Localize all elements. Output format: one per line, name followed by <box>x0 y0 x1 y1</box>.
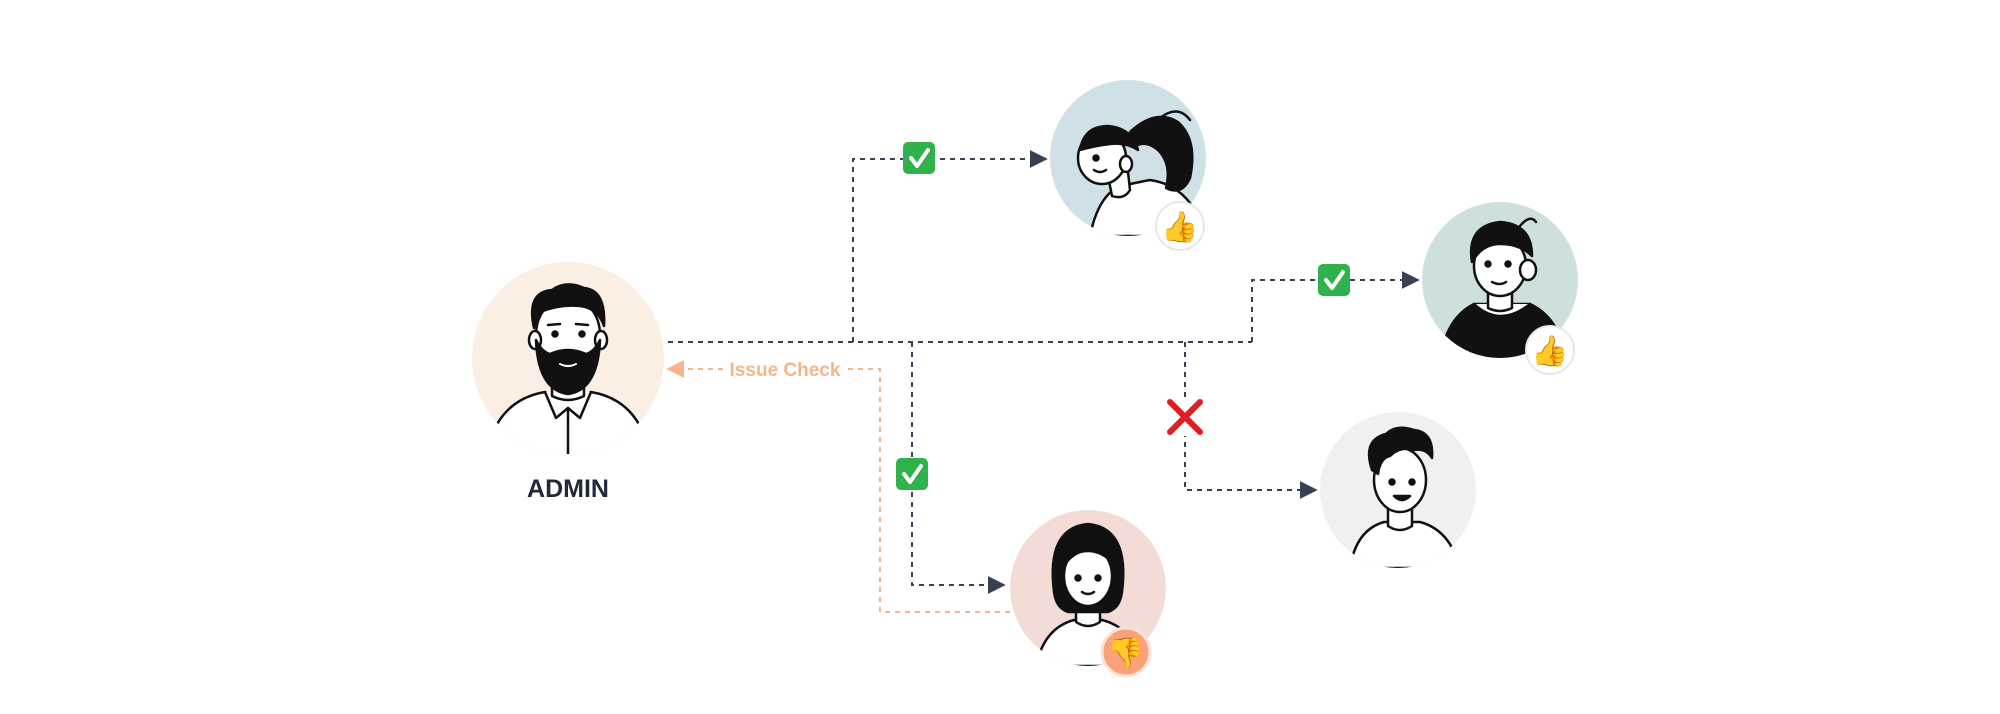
thumbs-up-badge-right: 👍 <box>1525 325 1575 375</box>
branch-top-line <box>852 150 1048 342</box>
man-hoodie-avatar: 👍 <box>1422 202 1578 375</box>
woman-ponytail-avatar: 👍 <box>1050 80 1206 251</box>
issue-check-label: Issue Check <box>730 360 841 381</box>
thumbs-up-badge-top: 👍 <box>1155 201 1205 251</box>
connector-lines <box>668 150 1420 594</box>
check-icon-bottom <box>896 458 928 490</box>
branch-bottom-line <box>911 342 1006 594</box>
branch-mid-line <box>1184 342 1318 499</box>
issue-check-label-bg <box>725 355 845 383</box>
thumbs-up-icon: 👍 <box>1531 333 1568 369</box>
issue-check-connector: Issue Check <box>666 355 1010 613</box>
branch-right-line <box>1251 271 1420 342</box>
woman-bob-hair-avatar: 👎 <box>1010 510 1166 678</box>
admin-avatar <box>472 262 664 454</box>
issue-check-line <box>666 360 1010 613</box>
man-curly-hair-avatar <box>1320 412 1476 568</box>
thumbs-down-icon: 👎 <box>1107 636 1144 671</box>
check-icon-right <box>1318 264 1350 296</box>
check-icon-top <box>903 142 935 174</box>
thumbs-down-badge: 👎 <box>1100 626 1152 678</box>
admin-label: ADMIN <box>527 475 609 503</box>
thumbs-up-icon: 👍 <box>1161 209 1198 245</box>
cross-icon <box>1166 398 1204 436</box>
